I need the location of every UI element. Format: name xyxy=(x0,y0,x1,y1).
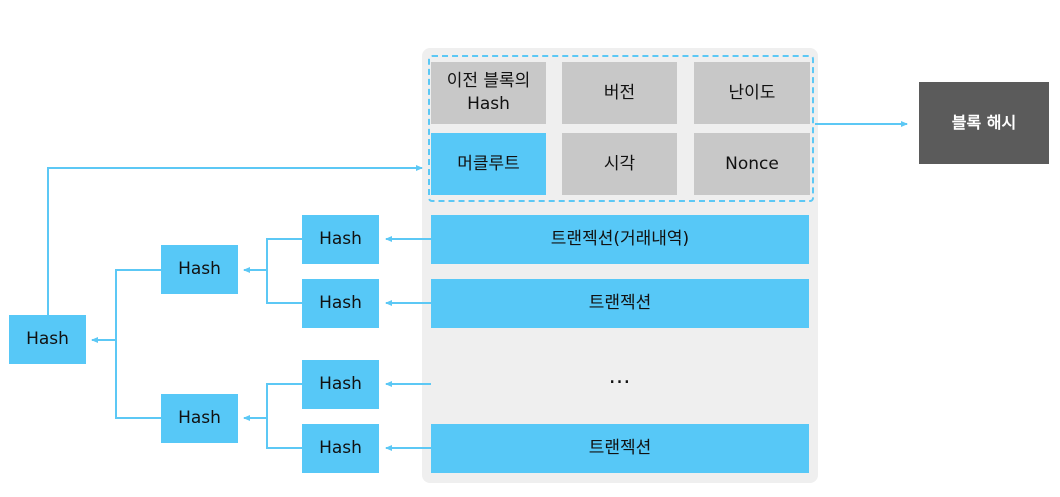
hash-label: Hash xyxy=(319,293,362,314)
merkle-root-field: 머클루트 xyxy=(431,133,546,195)
mid-hash-box: Hash xyxy=(161,394,238,443)
leaf-hash-box: Hash xyxy=(302,424,379,473)
leaf-hash-box: Hash xyxy=(302,360,379,409)
leaf-to-mid-connector xyxy=(266,383,302,449)
prev-hash-label: 이전 블록의 Hash xyxy=(446,71,531,114)
time-label: 시각 xyxy=(603,153,636,174)
block-hash-box: 블록 해시 xyxy=(919,82,1049,164)
merkle-root-label: 머클루트 xyxy=(457,153,520,174)
transaction-label: 트랜젝션 xyxy=(588,438,652,459)
leaf-hash-box: Hash xyxy=(302,215,379,264)
transaction-ellipsis: … xyxy=(431,352,809,401)
hash-label: Hash xyxy=(319,374,362,395)
difficulty-label: 난이도 xyxy=(728,82,776,103)
mid-hash-box: Hash xyxy=(161,245,238,294)
leaf-to-mid-connector xyxy=(266,238,302,304)
hash-label: Hash xyxy=(26,329,69,350)
transaction-row: 트랜젝션(거래내역) xyxy=(431,215,809,264)
root-hash-box: Hash xyxy=(9,315,86,364)
time-field: 시각 xyxy=(562,133,677,195)
nonce-field: Nonce xyxy=(694,133,810,195)
prev-hash-field: 이전 블록의 Hash xyxy=(431,62,546,124)
transaction-row: 트랜젝션 xyxy=(431,424,809,473)
hash-label: Hash xyxy=(319,438,362,459)
transaction-label: 트랜젝션(거래내역) xyxy=(550,229,690,250)
difficulty-field: 난이도 xyxy=(694,62,810,124)
mid-to-root-connector xyxy=(115,269,161,419)
block-header-frame xyxy=(428,55,814,202)
version-field: 버전 xyxy=(562,62,677,124)
leaf-hash-box: Hash xyxy=(302,279,379,328)
transaction-label: 트랜젝션 xyxy=(588,293,652,314)
ellipsis-label: … xyxy=(608,363,632,389)
version-label: 버전 xyxy=(603,82,636,103)
hash-label: Hash xyxy=(319,229,362,250)
nonce-label: Nonce xyxy=(725,153,779,174)
hash-label: Hash xyxy=(178,259,221,280)
block-hash-label: 블록 해시 xyxy=(951,113,1017,133)
transaction-row: 트랜젝션 xyxy=(431,279,809,328)
hash-label: Hash xyxy=(178,408,221,429)
